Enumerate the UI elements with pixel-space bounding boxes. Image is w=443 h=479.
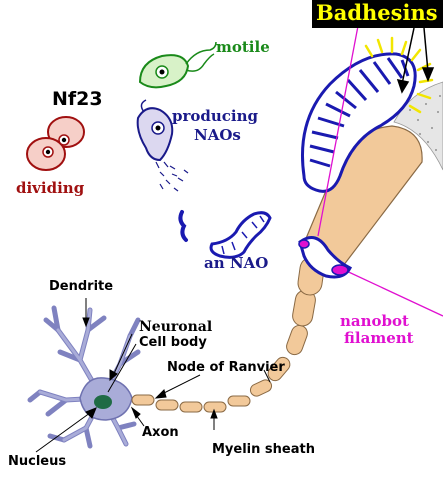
nao-small-fragment — [178, 210, 188, 242]
producing-label: producing — [172, 107, 259, 125]
myelin-segments — [131, 256, 325, 413]
badhesins-label: Badhesins — [316, 0, 438, 25]
nanobot-filaments — [317, 25, 443, 317]
cell-body-label: Cell body — [139, 335, 207, 350]
nao-large-body — [300, 52, 417, 193]
neuronal-label: Neuronal — [139, 319, 213, 335]
nucleus-label: Nucleus — [8, 454, 67, 469]
dividing-label: dividing — [16, 179, 85, 197]
dendrite-tree — [27, 305, 141, 449]
producing-cell — [136, 99, 189, 192]
filament-label: filament — [344, 329, 414, 347]
nf23-label: Nf23 — [52, 88, 103, 110]
motile-cell — [138, 41, 217, 89]
naos-label: NAOs — [194, 126, 241, 144]
dendrite-label: Dendrite — [49, 279, 114, 294]
dividing-cell — [26, 116, 85, 171]
node-of-ranvier-label: Node of Ranvier — [167, 360, 285, 375]
badhesins-label-box — [312, 0, 443, 28]
badhesins-arrows — [396, 27, 435, 94]
axon-label: Axon — [142, 425, 179, 440]
nao-large-stripes — [309, 57, 410, 168]
motile-label: motile — [216, 38, 270, 56]
pointer-lines — [35, 298, 271, 453]
an-nao-label: an NAO — [204, 254, 269, 272]
nanobot-label: nanobot — [340, 312, 409, 330]
neuron-nucleus — [94, 395, 112, 409]
nao-single — [209, 211, 272, 259]
myelin-sheath-label: Myelin sheath — [212, 442, 315, 457]
